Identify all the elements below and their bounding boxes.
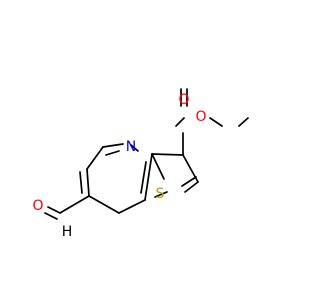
double-bond-10 <box>79 171 83 194</box>
single-bond-6 <box>151 153 184 156</box>
double-bond-12 <box>44 212 58 220</box>
ester-oxygen-atom: O <box>195 109 206 125</box>
carbonyl-oxygen-atom: O <box>178 92 189 108</box>
nitrogen-atom: N <box>126 139 136 155</box>
double-bond-4 <box>181 176 197 187</box>
double-bond-7 <box>102 143 124 148</box>
single-bond-1 <box>175 117 185 127</box>
double-bond-9 <box>86 168 90 197</box>
bonds-group <box>44 88 249 220</box>
double-bond-8 <box>105 150 120 156</box>
single-bond-13 <box>59 195 90 214</box>
single-bond-7 <box>130 144 139 152</box>
double-bond-5 <box>144 153 153 201</box>
single-bond-10 <box>118 199 146 214</box>
single-bond-8 <box>151 153 165 180</box>
single-bond-11 <box>88 195 120 214</box>
single-bond-2 <box>209 117 223 127</box>
double-bond-6 <box>140 161 147 194</box>
sulfur-atom: S <box>156 186 165 202</box>
double-bond-3 <box>184 181 199 193</box>
aldehyde-oxygen-atom: O <box>32 198 43 214</box>
double-bond-11 <box>47 206 61 214</box>
aldehyde-hydrogen-atom: H <box>62 224 73 240</box>
single-bond-3 <box>238 117 249 127</box>
single-bond-12 <box>86 146 104 170</box>
single-bond-9 <box>154 191 168 198</box>
